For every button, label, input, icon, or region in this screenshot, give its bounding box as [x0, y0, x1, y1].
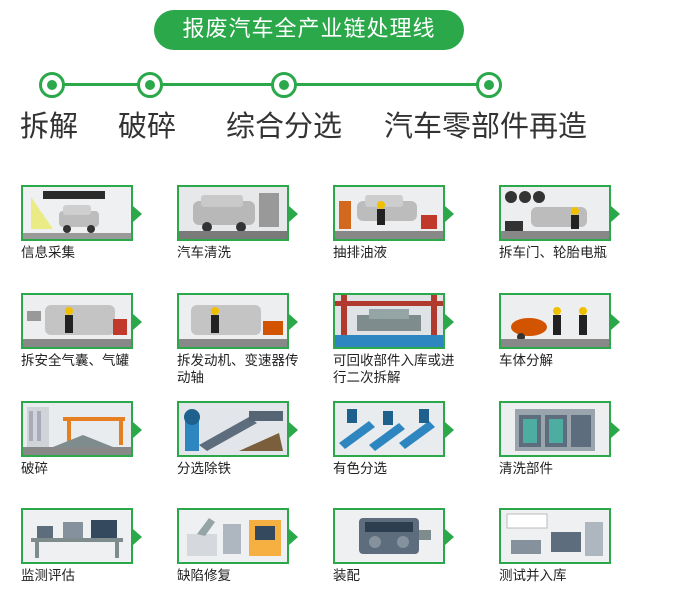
step-label: 有色分选	[333, 461, 387, 477]
process-step: 缺陷修复	[177, 508, 298, 585]
process-step: 清洗部件	[499, 401, 620, 478]
chevron-right-icon	[133, 206, 142, 222]
step-label: 汽车清洗	[177, 245, 231, 261]
step-label: 拆车门、轮胎电瓶	[499, 245, 607, 261]
step-illustration	[333, 401, 454, 457]
step-illustration	[333, 185, 454, 241]
process-step: 分选除铁	[177, 401, 298, 478]
chevron-right-icon	[445, 206, 454, 222]
step-illustration	[333, 293, 454, 349]
step-illustration	[177, 401, 298, 457]
process-step: 拆安全气囊、气罐	[21, 293, 142, 370]
step-label: 缺陷修复	[177, 568, 231, 584]
chevron-right-icon	[445, 422, 454, 438]
chevron-right-icon	[133, 314, 142, 330]
step-label: 拆发动机、变速器传动轴	[177, 353, 299, 386]
step-label: 测试并入库	[499, 568, 567, 584]
step-label: 拆安全气囊、气罐	[21, 353, 129, 369]
chevron-right-icon	[445, 314, 454, 330]
step-illustration	[21, 185, 142, 241]
timeline-node	[137, 72, 163, 98]
process-step: 有色分选	[333, 401, 454, 478]
step-illustration	[177, 293, 298, 349]
step-illustration	[177, 508, 298, 564]
chevron-right-icon	[611, 422, 620, 438]
step-label: 破碎	[21, 461, 48, 477]
step-illustration	[499, 293, 620, 349]
process-step: 拆车门、轮胎电瓶	[499, 185, 620, 262]
step-illustration	[499, 185, 620, 241]
step-illustration	[21, 508, 142, 564]
process-step: 装配	[333, 508, 454, 585]
process-step: 汽车清洗	[177, 185, 298, 262]
chevron-right-icon	[289, 422, 298, 438]
step-illustration	[499, 508, 611, 564]
process-step: 车体分解	[499, 293, 620, 370]
step-illustration	[21, 401, 142, 457]
chevron-right-icon	[611, 314, 620, 330]
step-label: 装配	[333, 568, 360, 584]
step-label: 分选除铁	[177, 461, 231, 477]
process-step: 破碎	[21, 401, 142, 478]
process-step: 测试并入库	[499, 508, 617, 585]
stage-label: 综合分选	[226, 109, 343, 143]
chevron-right-icon	[289, 206, 298, 222]
timeline-node	[39, 72, 65, 98]
process-step: 信息采集	[21, 185, 142, 262]
process-step: 抽排油液	[333, 185, 454, 262]
stage-label: 汽车零部件再造	[384, 109, 588, 143]
stage-label: 拆解	[20, 109, 79, 143]
process-step: 监测评估	[21, 508, 142, 585]
step-illustration	[21, 293, 142, 349]
step-label: 可回收部件入库或进行二次拆解	[333, 353, 455, 386]
chevron-right-icon	[289, 314, 298, 330]
step-illustration	[177, 185, 298, 241]
chevron-right-icon	[133, 529, 142, 545]
timeline-node	[476, 72, 502, 98]
chevron-right-icon	[611, 206, 620, 222]
step-label: 车体分解	[499, 353, 553, 369]
page-title: 报废汽车全产业链处理线	[154, 10, 464, 50]
step-illustration	[333, 508, 454, 564]
step-label: 清洗部件	[499, 461, 553, 477]
step-label: 监测评估	[21, 568, 75, 584]
chevron-right-icon	[445, 529, 454, 545]
process-step: 拆发动机、变速器传动轴	[177, 293, 299, 387]
chevron-right-icon	[133, 422, 142, 438]
stage-label: 破碎	[118, 109, 177, 143]
process-step: 可回收部件入库或进行二次拆解	[333, 293, 455, 387]
timeline-node	[271, 72, 297, 98]
step-illustration	[499, 401, 620, 457]
step-label: 抽排油液	[333, 245, 387, 261]
chevron-right-icon	[289, 529, 298, 545]
step-label: 信息采集	[21, 245, 75, 261]
